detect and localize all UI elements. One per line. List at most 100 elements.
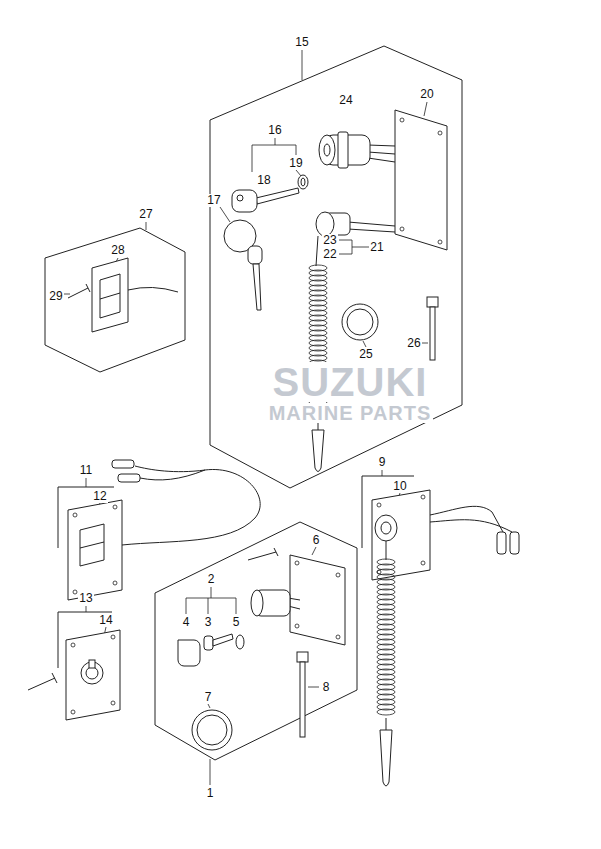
leader-line <box>302 50 303 80</box>
panel-plate <box>92 258 128 332</box>
callout-number: 9 <box>378 456 387 469</box>
ignition-key <box>253 264 261 310</box>
callout-number: 28 <box>110 244 125 257</box>
lanyard-switch <box>430 506 503 532</box>
group-frame <box>45 46 462 760</box>
panel-plate <box>68 500 122 600</box>
coiled-lanyard <box>377 559 395 715</box>
leader-line <box>86 478 87 487</box>
leader-line <box>308 687 319 688</box>
mounting-hole <box>421 495 425 499</box>
lanyard-switch <box>430 520 512 532</box>
panel-plate <box>372 490 430 580</box>
mounting-hole <box>336 635 340 639</box>
key-switch <box>213 634 233 646</box>
leader-line <box>211 587 212 598</box>
mounting-hole <box>71 118 442 714</box>
panel-plate <box>66 630 120 720</box>
key-switch <box>178 548 300 666</box>
mounting-hole <box>71 710 75 714</box>
leader-line <box>146 222 147 230</box>
leader-line <box>86 606 87 612</box>
callout-number: 5 <box>232 616 241 629</box>
callout-number: 26 <box>406 337 421 350</box>
ignition-switch <box>368 158 395 162</box>
lanyard-switch <box>497 532 506 554</box>
stop-switch <box>316 212 334 236</box>
watermark-text: MARINE PARTS <box>267 403 434 423</box>
ignition-key <box>248 246 262 264</box>
mounting-hole <box>421 561 425 565</box>
lanyard-switch <box>375 506 519 786</box>
ignition-switch <box>368 145 395 146</box>
callout-number: 16 <box>267 124 282 137</box>
callout-number: 4 <box>182 616 191 629</box>
callout-number: 21 <box>369 241 384 254</box>
callout-number: 8 <box>322 681 331 694</box>
group-frame <box>210 46 462 488</box>
leader-line <box>421 343 428 344</box>
leader-line <box>352 247 369 248</box>
ignition-key <box>237 195 243 201</box>
lanyard-switch <box>380 718 392 786</box>
callout-number: 20 <box>419 88 434 101</box>
mounting-hole <box>113 581 117 585</box>
mounting-hole <box>377 503 381 507</box>
cable-tie <box>300 662 305 737</box>
ignition-key <box>256 188 299 204</box>
ignition-key <box>224 188 299 310</box>
ignition-switch <box>338 132 348 168</box>
mounting-hole <box>295 624 299 628</box>
callout-number: 18 <box>256 174 271 187</box>
mounting-hole <box>73 513 77 517</box>
cap <box>342 304 378 340</box>
lanyard-switch <box>375 515 397 541</box>
key-switch <box>178 640 200 666</box>
leader-line <box>424 102 427 116</box>
rocker-switch <box>80 524 104 566</box>
choke-knob <box>28 673 57 690</box>
callout-number: 22 <box>322 248 337 261</box>
key-switch <box>236 635 244 649</box>
mounting-hole <box>438 131 442 135</box>
callout-number: 7 <box>204 691 213 704</box>
stop-switch <box>348 229 395 232</box>
mounting-hole <box>336 573 340 577</box>
watermark-text: SUZUKI <box>271 362 430 402</box>
rocker-switch <box>100 274 120 318</box>
ignition-switch <box>298 175 308 189</box>
callout-number: 27 <box>138 208 153 221</box>
ignition-switch <box>301 178 305 186</box>
rocker-switch <box>112 460 134 468</box>
rocker-switch <box>68 274 260 566</box>
callout-number: 17 <box>206 194 221 207</box>
ignition-switch <box>298 132 395 189</box>
key-switch <box>251 590 263 616</box>
mounting-hole <box>71 643 75 647</box>
rocker-switch <box>122 466 260 545</box>
mounting-hole <box>113 505 117 509</box>
callout-number: 10 <box>392 480 407 493</box>
rocker-switch <box>80 542 104 548</box>
cap <box>347 309 373 335</box>
callout-number: 2 <box>207 573 216 586</box>
stop-switch <box>348 222 395 226</box>
rocker-switch <box>68 284 90 298</box>
choke-knob <box>86 667 98 679</box>
ignition-switch <box>324 144 330 156</box>
cap <box>192 710 232 750</box>
callout-number: 15 <box>294 36 309 49</box>
group-frame <box>45 228 185 372</box>
leader-line <box>275 138 276 145</box>
callout-number: 6 <box>312 534 321 547</box>
callout-number: 11 <box>79 464 93 477</box>
lanyard-switch <box>386 541 387 560</box>
lanyard-switch <box>381 522 391 534</box>
leader-line <box>186 598 236 614</box>
group-frame <box>155 522 357 760</box>
callout-number: 3 <box>204 616 213 629</box>
leader-line <box>363 341 366 347</box>
callout-number: 29 <box>48 290 63 303</box>
mounting-hole <box>400 227 404 231</box>
callout-number: 14 <box>98 614 113 627</box>
